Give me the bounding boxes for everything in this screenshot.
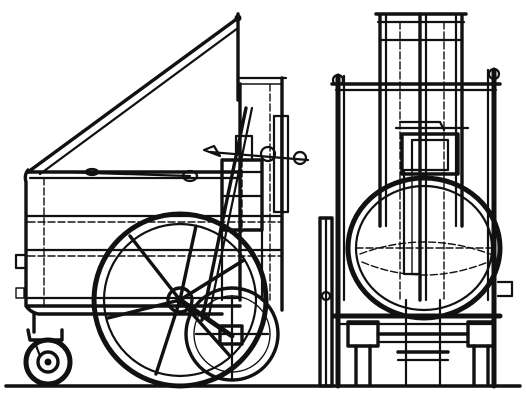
cylindrical-tank xyxy=(345,175,503,321)
crank-and-small-wheel xyxy=(177,286,280,382)
side-wheel xyxy=(318,216,334,388)
float-rod xyxy=(58,167,199,183)
side-bracket xyxy=(496,280,514,298)
large-flywheel xyxy=(91,211,269,389)
end-view xyxy=(318,12,514,389)
push-lever xyxy=(200,106,254,322)
slanted-cover xyxy=(26,12,242,176)
caster-wheel xyxy=(23,312,73,387)
pump-housing xyxy=(394,120,470,276)
side-view xyxy=(14,12,310,389)
frame-posts xyxy=(330,67,502,389)
axle-frame xyxy=(331,298,503,386)
